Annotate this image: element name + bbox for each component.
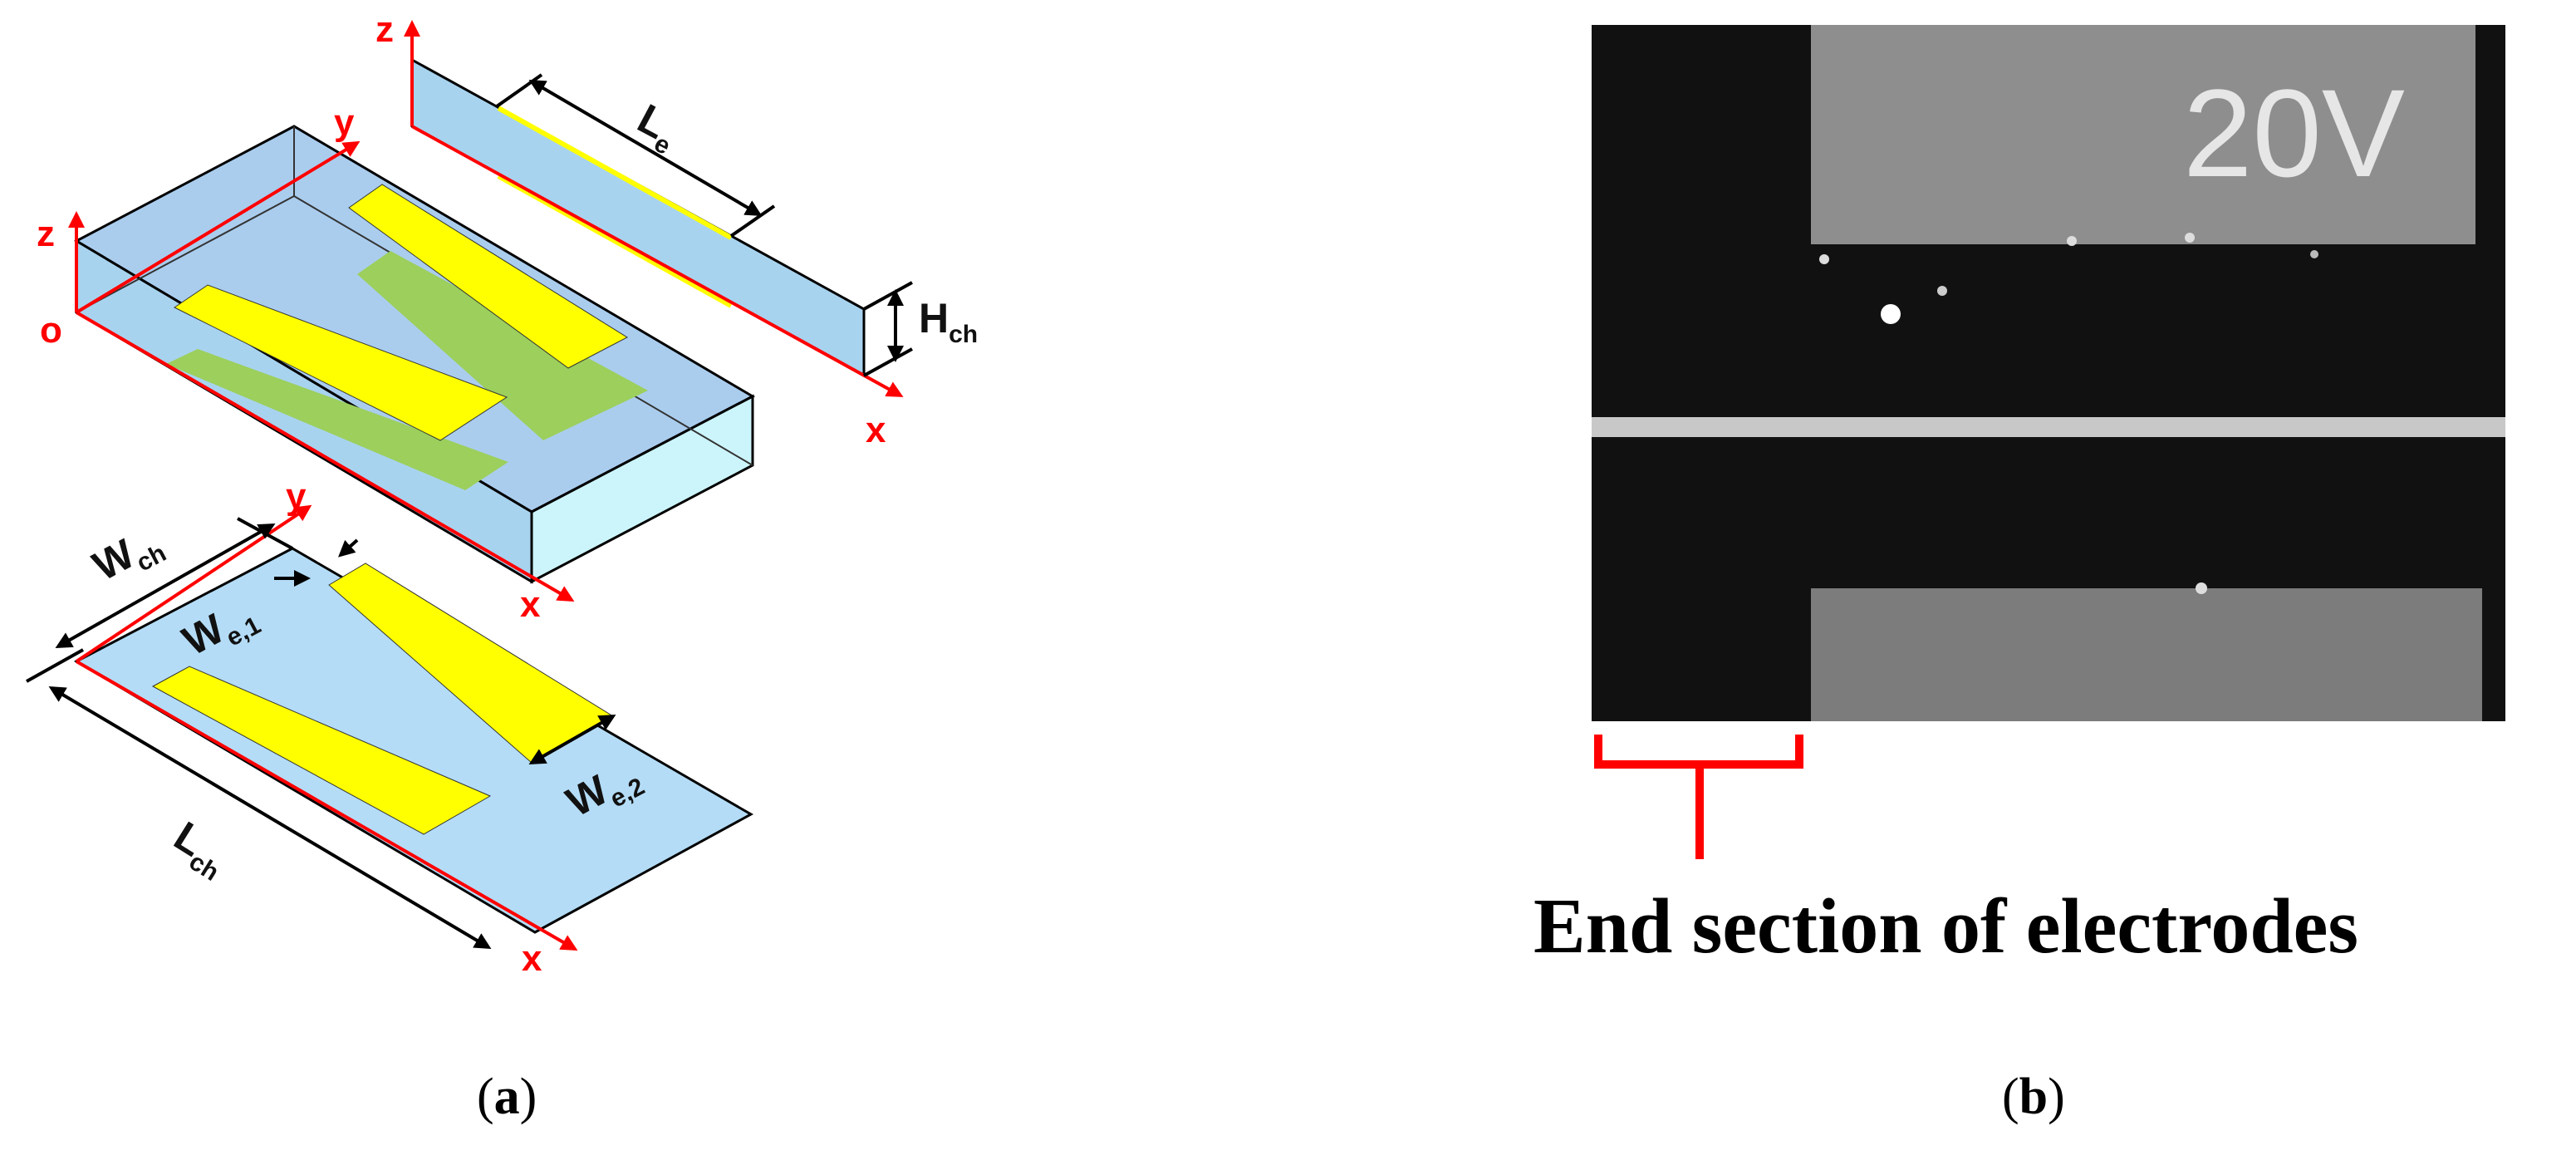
axis-z-label-main: z — [37, 214, 55, 254]
bottom-plane — [26, 504, 754, 951]
particle — [1819, 254, 1829, 264]
particle — [2067, 236, 2077, 246]
bottom-electrode-1 — [166, 349, 508, 490]
particle — [2310, 250, 2318, 258]
particle-stream — [1592, 417, 2505, 437]
end-section-bracket — [1594, 735, 1803, 859]
end-section-caption: End section of electrodes — [1533, 883, 2358, 970]
top-electrode-1 — [174, 284, 508, 441]
electrode-length-label: Le — [627, 95, 687, 160]
panel-b-caption: (b) — [2002, 1069, 2065, 1125]
axis-x-label-main: x — [520, 584, 541, 625]
panel-a-caption: (a) — [477, 1069, 537, 1125]
axis-x-label-plane: x — [522, 938, 542, 979]
channel-width-label: Wch — [86, 517, 171, 596]
top-electrode-2 — [348, 184, 629, 369]
particle — [1937, 286, 1947, 296]
lower-electrode-region — [1811, 588, 2482, 721]
upper-electrode-region — [1811, 25, 2475, 244]
voltage-label: 20V — [2183, 63, 2405, 203]
axis-x-label-side: x — [866, 410, 886, 450]
channel-length-label: Lch — [163, 813, 238, 887]
panel-a: z o y x z x Le Hch — [26, 9, 978, 1125]
particle — [2196, 582, 2207, 594]
channel-3d — [68, 125, 756, 602]
micrograph: 20V — [1592, 25, 2505, 721]
particle — [1881, 304, 1901, 324]
axis-y-label-plane: y — [286, 476, 307, 517]
channel-height-label: Hch — [919, 295, 978, 348]
particle — [2185, 233, 2195, 243]
side-strip — [404, 20, 913, 397]
axis-y-label-main: y — [334, 102, 355, 143]
axis-origin-label: o — [40, 310, 62, 351]
bottom-electrode-2 — [357, 251, 648, 440]
panel-b: 20V End section of electrodes (b) — [1533, 25, 2505, 1125]
axis-z-label-side: z — [375, 9, 394, 50]
